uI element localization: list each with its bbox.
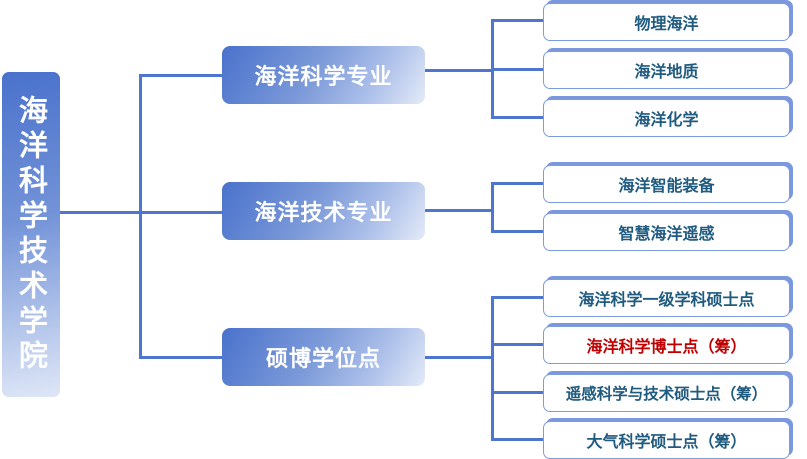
connector-branch-3-out (425, 356, 494, 359)
connector-leaf-6 (491, 296, 544, 299)
connector-leaf-7 (491, 343, 544, 346)
leaf-marine-geology: 海洋地质 (543, 51, 790, 89)
connector-to-branch-3 (139, 356, 223, 359)
branch-node-ocean-science: 海洋科学专业 (222, 46, 425, 104)
connector-to-branch-2 (139, 211, 223, 214)
leaf-ocean-science-phd: 海洋科学博士点（筹） (543, 326, 790, 364)
branch-node-ocean-technology: 海洋技术专业 (222, 182, 425, 240)
leaf-smart-ocean-remote-sensing: 智慧海洋遥感 (543, 213, 790, 251)
branch-node-degree-programs: 硕博学位点 (222, 328, 425, 386)
connector-root-spine (139, 74, 142, 359)
leaf-smart-ocean-equipment: 海洋智能装备 (543, 165, 790, 203)
leaf-ocean-science-masters: 海洋科学一级学科硕士点 (543, 279, 790, 317)
connector-leaf-5 (491, 230, 544, 233)
connector-to-branch-1 (139, 74, 223, 77)
root-label: 海洋科学技术学院 (14, 94, 49, 375)
connector-leaf-1 (491, 19, 544, 22)
connector-branch-2-out (425, 209, 494, 212)
root-node: 海洋科学技术学院 (2, 72, 60, 397)
connector-leaf-4 (491, 182, 544, 185)
connector-root-out (60, 211, 142, 214)
leaf-remote-sensing-masters: 遥感科学与技术硕士点（筹） (543, 374, 790, 412)
connector-branch-1-out (425, 69, 494, 72)
connector-branch-2-spine (491, 182, 494, 233)
leaf-atmospheric-science-masters: 大气科学硕士点（筹） (543, 421, 790, 459)
connector-leaf-3 (491, 116, 544, 119)
leaf-physical-oceanography: 物理海洋 (543, 3, 790, 41)
connector-branch-3-spine (491, 296, 494, 441)
connector-leaf-2 (491, 68, 544, 71)
connector-leaf-8 (491, 391, 544, 394)
connector-leaf-9 (491, 438, 544, 441)
leaf-marine-chemistry: 海洋化学 (543, 99, 790, 137)
